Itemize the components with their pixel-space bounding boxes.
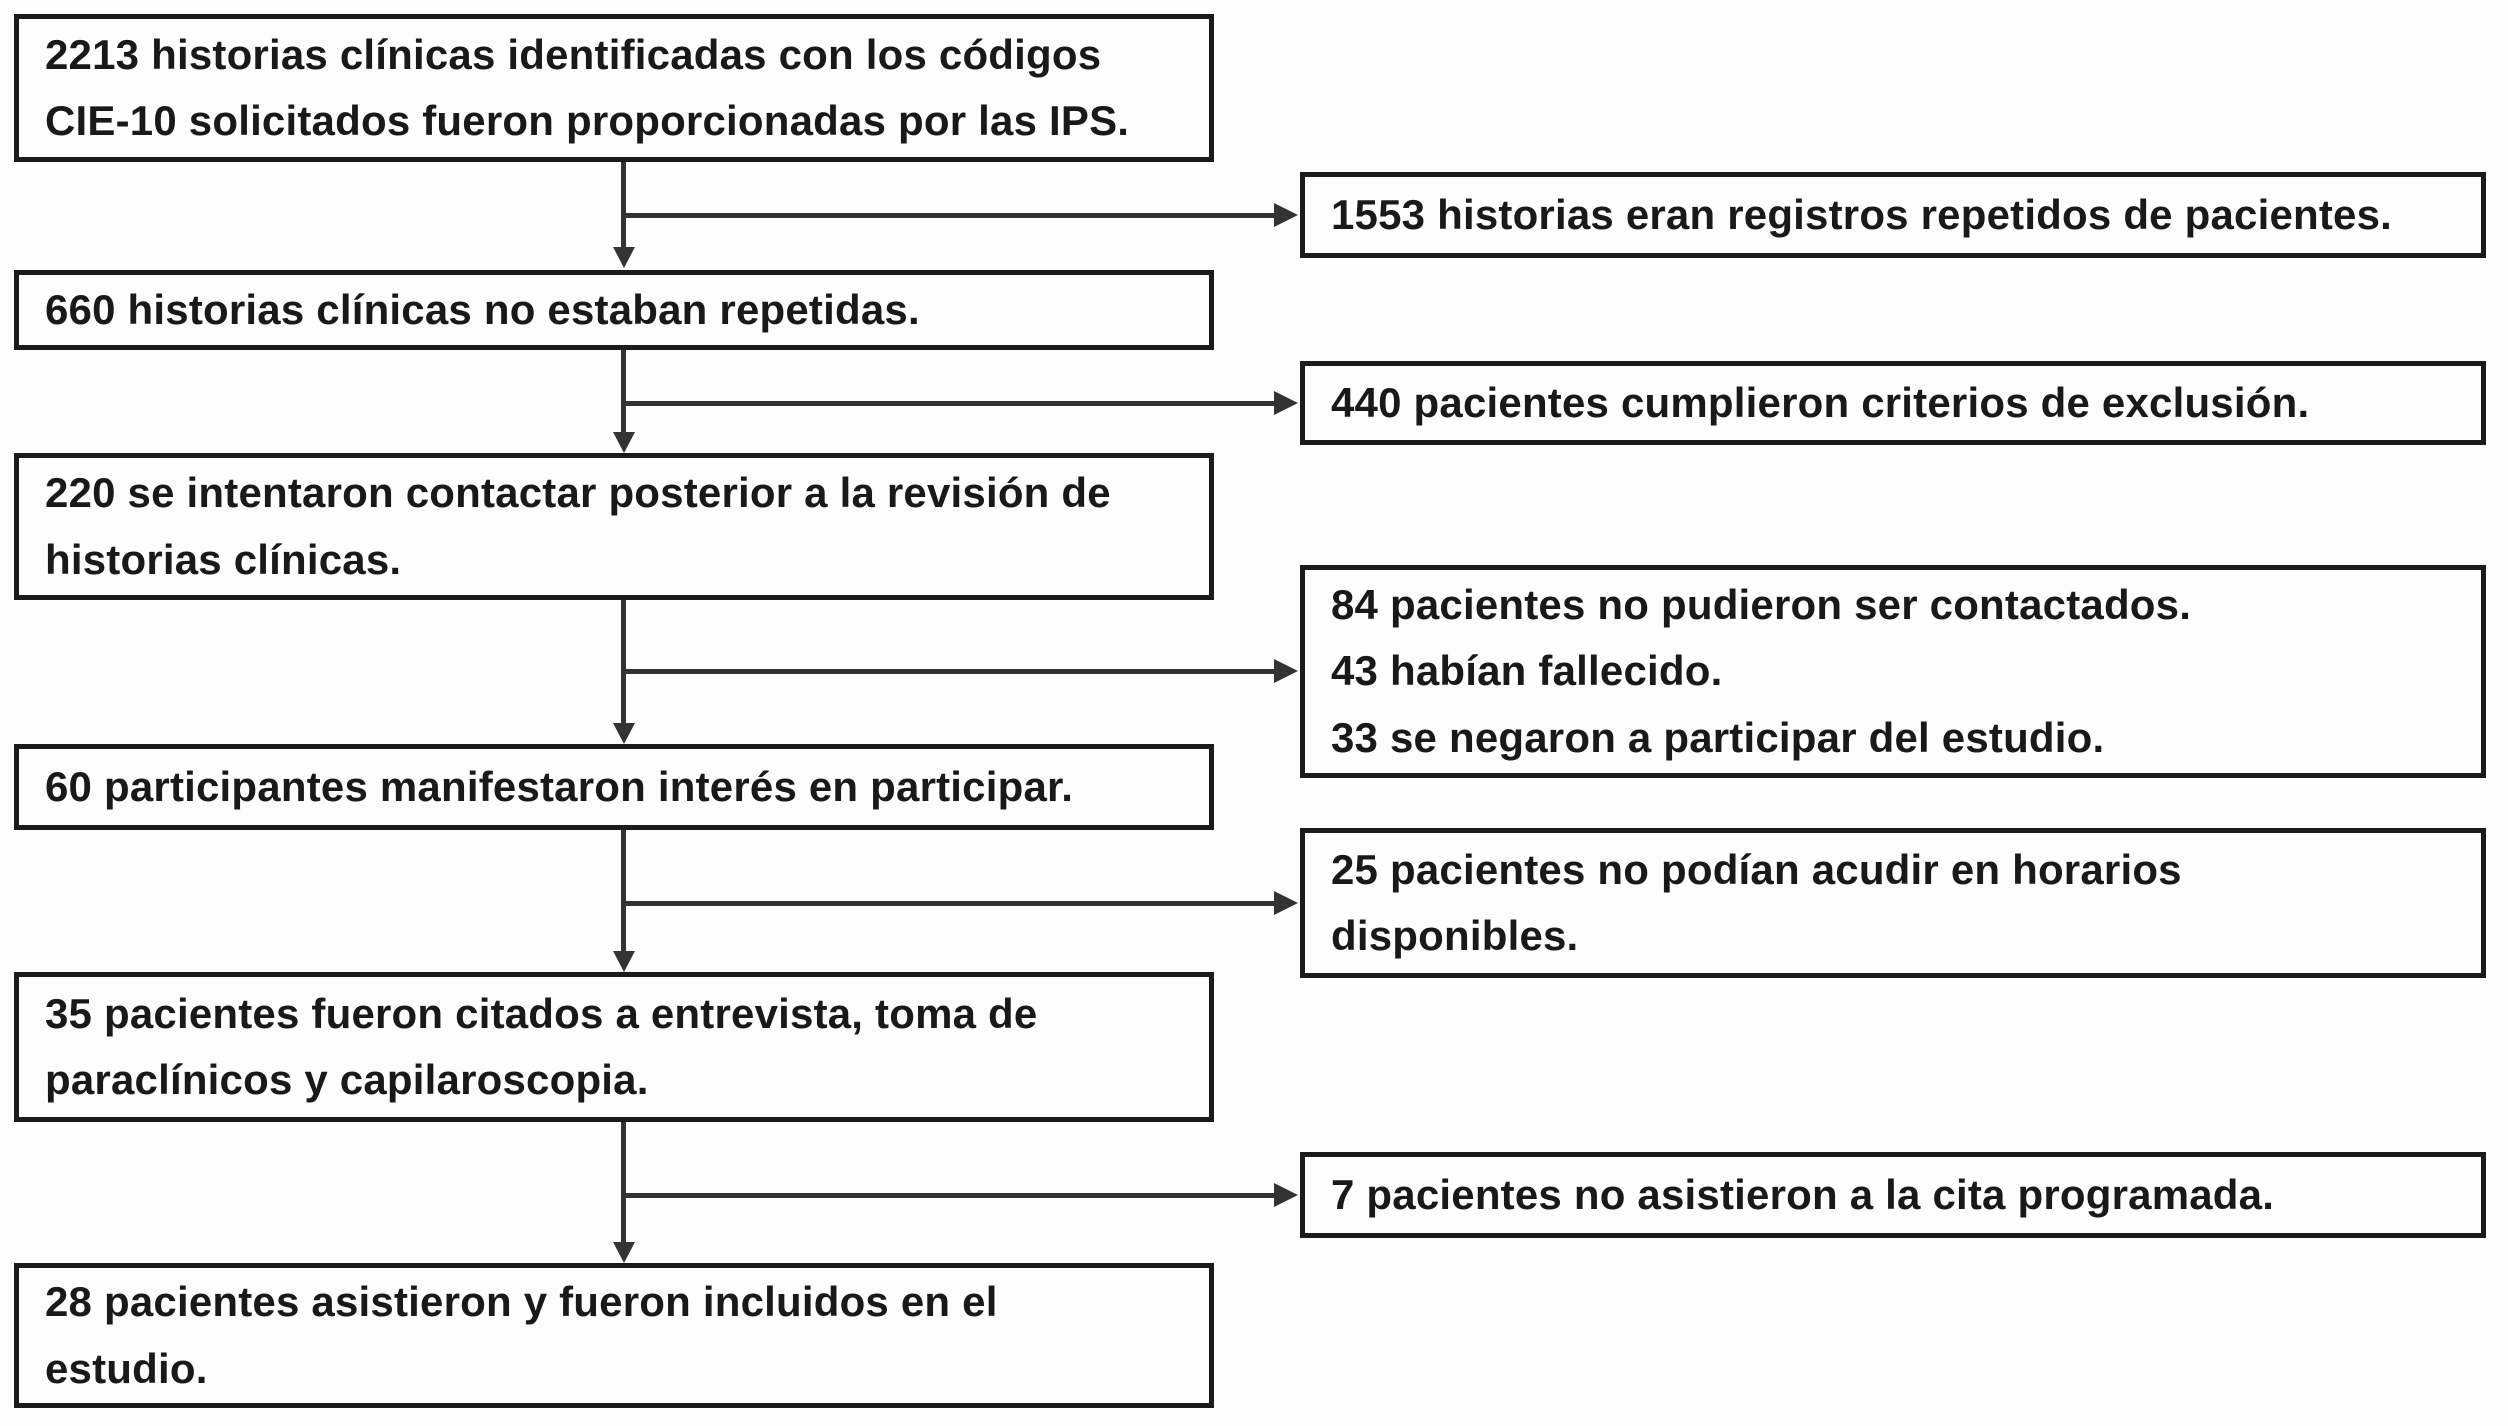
box-interested-participants-text: 60 participantes manifestaron interés en…: [45, 762, 1074, 810]
right-arrow-icon-5: [1274, 1183, 1298, 1207]
connector-line-2: [621, 350, 626, 434]
box-non-duplicated-records: 660 historias clínicas no estaban repeti…: [14, 270, 1214, 350]
box-included-patients-text: 28 pacientes asistieron y fueron incluid…: [45, 1278, 998, 1392]
connector-line-3: [621, 600, 626, 724]
down-arrow-icon-5: [613, 1242, 635, 1263]
box-duplicate-records-text: 1553 historias eran registros repetidos …: [1331, 190, 2393, 238]
right-arrow-icon-4: [1274, 891, 1298, 915]
right-arrow-icon-2: [1274, 391, 1298, 415]
box-included-patients: 28 pacientes asistieron y fueron incluid…: [14, 1263, 1214, 1408]
box-schedule-unavailable: 25 pacientes no podían acudir en horario…: [1300, 828, 2486, 978]
box-identified-records-text: 2213 historias clínicas identificadas co…: [45, 30, 1130, 144]
box-non-duplicated-records-text: 660 historias clínicas no estaban repeti…: [45, 285, 920, 333]
right-arrow-icon-3: [1274, 659, 1298, 683]
box-schedule-unavailable-text: 25 pacientes no podían acudir en horario…: [1331, 845, 2182, 959]
box-interested-participants: 60 participantes manifestaron interés en…: [14, 744, 1214, 830]
down-arrow-icon-2: [613, 432, 635, 453]
branch-line-1: [623, 213, 1275, 218]
box-missed-appointment-text: 7 pacientes no asistieron a la cita prog…: [1331, 1170, 2275, 1218]
box-not-contacted-deceased-refused-text: 84 pacientes no pudieron ser contactados…: [1331, 580, 2192, 761]
down-arrow-icon-4: [613, 951, 635, 972]
box-missed-appointment: 7 pacientes no asistieron a la cita prog…: [1300, 1152, 2486, 1238]
box-duplicate-records: 1553 historias eran registros repetidos …: [1300, 172, 2486, 258]
box-scheduled-patients-text: 35 pacientes fueron citados a entrevista…: [45, 989, 1038, 1103]
box-not-contacted-deceased-refused: 84 pacientes no pudieron ser contactados…: [1300, 565, 2486, 778]
connector-line-1: [621, 162, 626, 248]
branch-line-5: [623, 1193, 1275, 1198]
box-exclusion-criteria-text: 440 pacientes cumplieron criterios de ex…: [1331, 378, 2310, 426]
box-scheduled-patients: 35 pacientes fueron citados a entrevista…: [14, 972, 1214, 1122]
down-arrow-icon-3: [613, 723, 635, 744]
connector-line-4: [621, 830, 626, 952]
box-contact-attempted-text: 220 se intentaron contactar posterior a …: [45, 469, 1111, 583]
box-exclusion-criteria: 440 pacientes cumplieron criterios de ex…: [1300, 361, 2486, 445]
box-identified-records: 2213 historias clínicas identificadas co…: [14, 14, 1214, 162]
down-arrow-icon-1: [613, 247, 635, 268]
branch-line-4: [623, 901, 1275, 906]
box-contact-attempted: 220 se intentaron contactar posterior a …: [14, 453, 1214, 600]
branch-line-2: [623, 401, 1275, 406]
connector-line-5: [621, 1122, 626, 1243]
right-arrow-icon-1: [1274, 203, 1298, 227]
branch-line-3: [623, 669, 1275, 674]
